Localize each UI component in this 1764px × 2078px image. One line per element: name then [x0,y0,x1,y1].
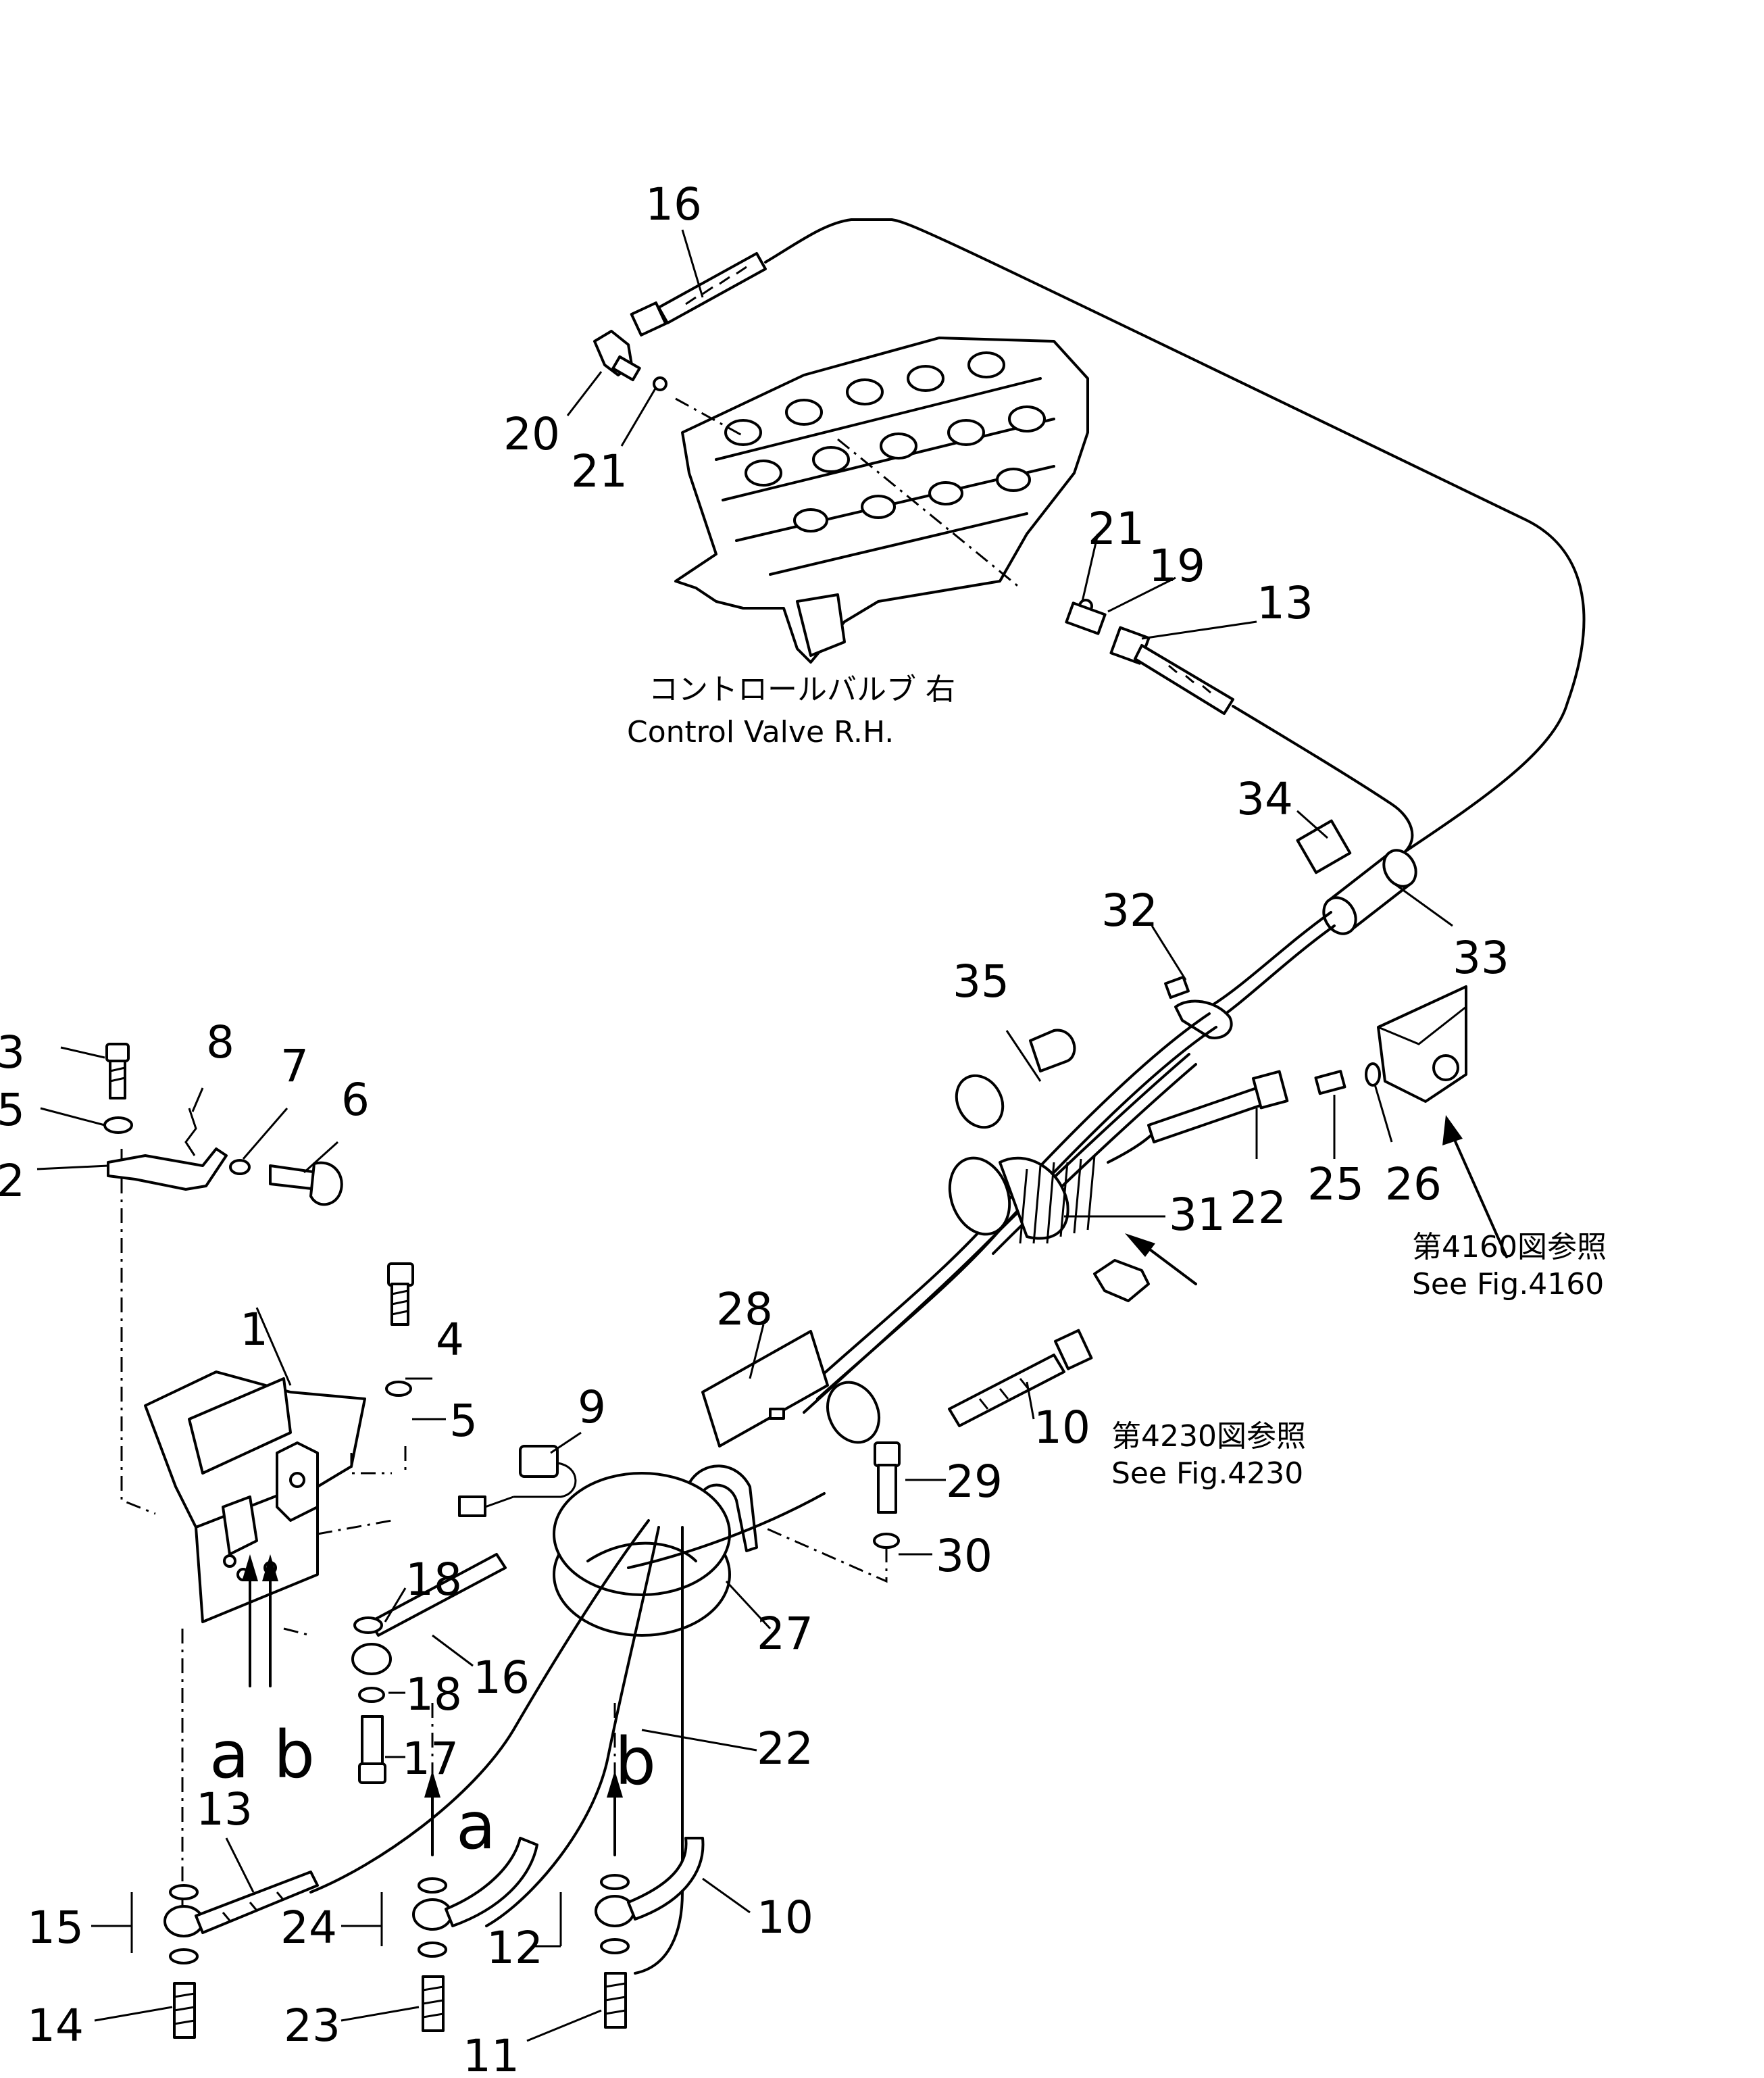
part-label: 29 [946,1456,1003,1508]
part-label: 18 [405,1668,462,1721]
view-marker-b: b [615,1724,656,1800]
caption-en: Control Valve R.H. [627,715,894,749]
part-label: 23 [284,2000,341,2052]
bottom-fittings [163,1837,705,2039]
part-label: 30 [936,1530,992,1582]
part-label: 18 [405,1554,462,1606]
part-label: 33 [1453,932,1509,984]
reference-fig-4160: 第4160図参照 See Fig.4160 [1412,1230,1607,1302]
part-label: 31 [1169,1189,1226,1241]
reference-en: See Fig.4230 [1111,1456,1303,1491]
reference-fig-4230: 第4230図参照 See Fig.4230 [1111,1419,1306,1491]
fasteners [103,1043,901,1784]
hose-bundle [309,819,1467,1975]
caption-jp: コントロールバルブ 右 [649,672,955,707]
part-label: 21 [571,445,628,497]
control-valve-drawing [674,337,1089,664]
part-label: 16 [473,1652,530,1704]
part-label: 19 [1149,540,1205,592]
caption-control-valve: コントロールバルブ 右 Control Valve R.H. [627,672,955,749]
part-label: 22 [1230,1182,1286,1234]
part-label: 6 [341,1074,370,1126]
upper-fittings [593,252,1234,715]
part-label: 22 [757,1723,813,1775]
part-label: 5 [0,1084,25,1136]
part-label: 24 [280,1902,337,1954]
part-number-labels: 1 2 3 4 5 5 6 7 8 9 10 10 11 12 13 13 14… [0,178,1509,2078]
leader-lines [36,229,1453,2042]
part-label: 9 [578,1381,606,1433]
view-marker-a: a [209,1717,249,1793]
part-label: 13 [196,1783,253,1835]
part-label: 3 [0,1026,25,1079]
reference-jp: 第4160図参照 [1412,1230,1607,1264]
reference-en: See Fig.4160 [1412,1267,1604,1302]
part-label: 27 [757,1608,813,1660]
part-label: 1 [240,1304,268,1356]
part-label: 15 [27,1902,84,1954]
view-marker-b: b [274,1717,315,1793]
part-label: 34 [1236,773,1293,825]
hose-loop [764,218,1586,853]
part-label: 11 [463,2030,520,2075]
part-label: 17 [402,1733,459,1785]
part-label: 10 [757,1891,813,1944]
reference-jp: 第4230図参照 [1111,1419,1306,1454]
part-label: 5 [449,1395,478,1447]
part-label: 7 [280,1040,309,1092]
part-label: 10 [1034,1402,1090,1454]
part-label: 8 [206,1016,234,1068]
part-label: 32 [1101,885,1158,937]
part-label: 20 [503,408,560,460]
part-label: 21 [1088,503,1144,555]
part-label: 25 [1307,1158,1364,1210]
part-label: 28 [716,1283,773,1335]
part-label: 14 [27,2000,84,2052]
part-label: 35 [953,956,1009,1008]
view-marker-labels: a b a b [209,1717,656,1864]
part-label: 13 [1257,577,1313,629]
part-label: 4 [436,1314,464,1366]
part-label: 16 [645,178,702,230]
part-label: 2 [0,1155,25,1207]
part-label: 12 [486,1922,543,1974]
part-label: 26 [1385,1158,1442,1210]
view-marker-a: a [456,1788,496,1864]
view-arrows [242,1115,1508,1856]
